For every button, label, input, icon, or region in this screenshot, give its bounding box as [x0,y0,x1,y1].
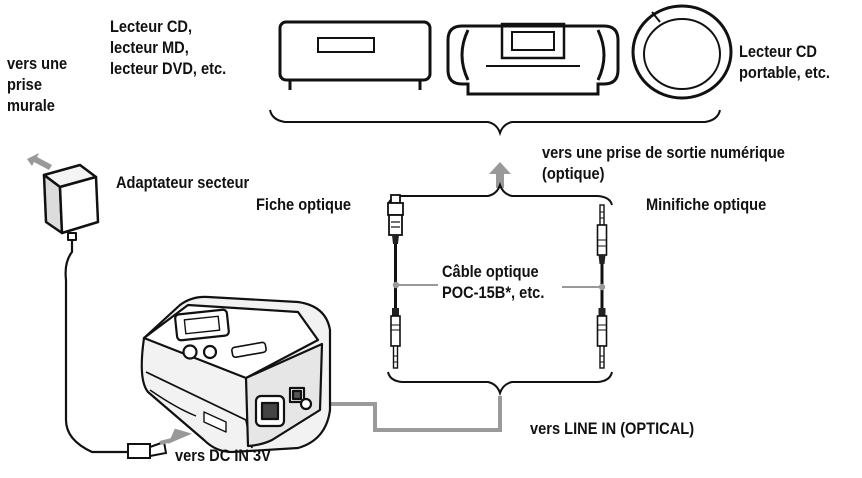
wall-outlet-label: vers une prise murale [7,54,68,115]
optical-cable-label: Câble optique POC-15B*, etc. [442,262,545,302]
home-player-illustration [278,20,432,90]
dc-plug-illustration [127,440,168,459]
dc-in-arrow [159,428,192,445]
ac-adapter-illustration [42,163,100,241]
cable-callout-lines [392,281,606,291]
right-mini-plug-bottom [596,308,608,369]
left-mini-plug-bottom [390,308,401,369]
line-in-connection [322,396,502,432]
source-devices-bracket [269,109,721,137]
cable-bottom-bracket [387,371,613,397]
portable-cd-player-illustration [631,4,733,100]
md-recorder-illustration [140,295,332,454]
digital-output-arrow [489,162,511,188]
line-in-label: vers LINE IN (OPTICAL) [530,419,695,438]
dc-in-label: vers DC IN 3V [175,446,271,465]
source-devices-label: Lecteur CD, lecteur MD, lecteur DVD, etc… [110,17,227,78]
boombox-illustration [446,22,620,96]
digital-output-label: vers une prise de sortie numérique (opti… [542,143,785,183]
ac-adapter-label: Adaptateur secteur [116,173,250,192]
optical-plug-label: Fiche optique [256,195,352,214]
ac-adapter-cord [64,240,128,454]
optical-plug-illustration [387,194,404,244]
wall-outlet-arrow [27,153,52,170]
optical-mini-plug-illustration [596,204,608,264]
optical-mini-plug-label: Minifiche optique [646,195,767,214]
portable-cd-label: Lecteur CD portable, etc. [739,42,830,82]
